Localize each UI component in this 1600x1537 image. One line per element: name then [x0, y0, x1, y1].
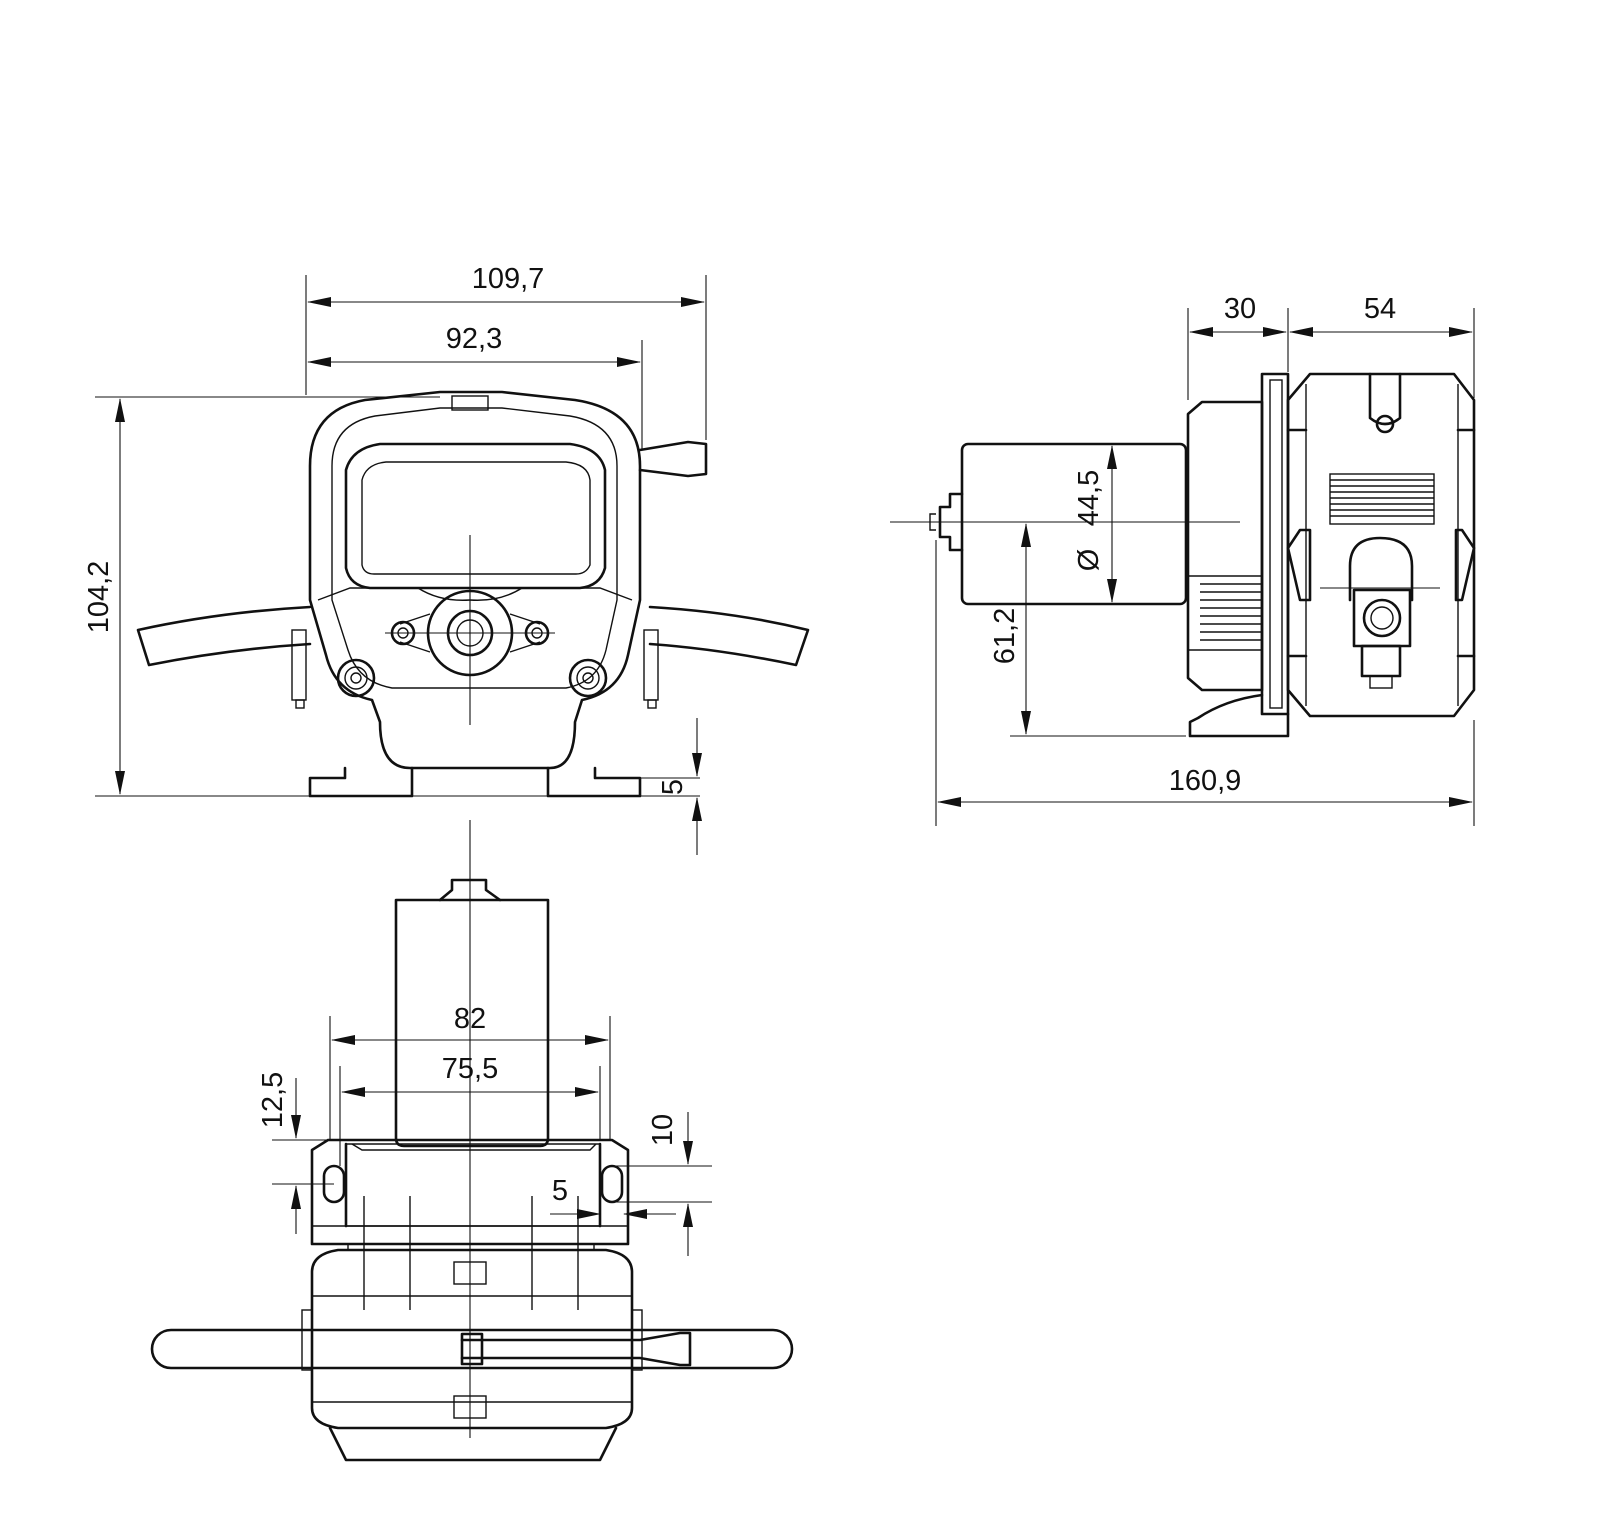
front-side-lever — [638, 440, 708, 478]
dim-motor-diameter: 44,5 Ø — [1073, 445, 1117, 603]
side-mount-plate — [1260, 372, 1290, 716]
dim-label-edge-offset: 12,5 — [257, 1072, 289, 1128]
side-gearbox-knurl — [1200, 583, 1262, 641]
dim-overall-length: 160,9 — [935, 540, 1475, 826]
dim-label-slot-length: 10 — [647, 1114, 679, 1146]
dim-shaft-height: 61,2 — [989, 523, 1186, 737]
front-right-tube — [648, 605, 810, 667]
dim-label-height: 104,2 — [83, 561, 115, 634]
front-housing-inner — [331, 407, 618, 689]
top-pump-head — [310, 1248, 634, 1430]
side-mount-foot — [1188, 693, 1290, 738]
front-rotor-plate — [317, 587, 633, 601]
side-grille — [1329, 473, 1435, 525]
front-top-latch — [451, 395, 489, 411]
front-window-inner — [361, 461, 591, 575]
side-pump-head — [1286, 372, 1476, 718]
dim-overall-width: 109,7 — [305, 263, 707, 440]
side-view: 30 54 44,5 Ø 61,2 160,9 — [890, 293, 1476, 826]
dim-hole-spacing: 75,5 — [339, 1053, 601, 1166]
front-housing-outline — [308, 390, 642, 770]
side-top-notch — [1368, 372, 1402, 426]
dim-foot-height: 5 — [640, 718, 702, 855]
front-right-foot — [546, 766, 642, 798]
front-left-foot — [308, 766, 414, 798]
top-lever — [460, 1331, 692, 1367]
dim-bracket-depth: 30 — [1187, 293, 1289, 400]
top-tube — [150, 1328, 794, 1370]
dim-label-overall-length: 160,9 — [1169, 765, 1242, 797]
dim-label-bracket-depth: 30 — [1224, 293, 1256, 325]
front-screw-left — [336, 658, 376, 698]
dim-slot-length: 10 — [612, 1112, 712, 1256]
dim-label-motor-diameter: 44,5 — [1073, 470, 1105, 526]
dim-label-shaft-height: 61,2 — [989, 608, 1021, 664]
top-shaft-nub — [438, 878, 502, 902]
top-slot-right — [600, 1164, 624, 1204]
dim-label-overall-width: 109,7 — [472, 263, 545, 295]
dim-slot-width: 5 — [550, 1175, 676, 1219]
dim-height: 104,2 — [83, 396, 700, 797]
front-window-outer — [344, 442, 607, 590]
side-motor-can — [960, 442, 1188, 606]
dim-head-depth: 54 — [1289, 293, 1475, 398]
front-left-clip — [291, 629, 307, 701]
dim-label-body-width: 92,3 — [446, 323, 502, 355]
dim-label-foot-height: 5 — [657, 779, 689, 795]
dim-diameter-symbol: Ø — [1073, 549, 1105, 572]
dim-mount-width: 82 — [329, 1003, 611, 1140]
dim-label-hole-spacing: 75,5 — [442, 1053, 498, 1085]
dim-label-head-depth: 54 — [1364, 293, 1396, 325]
front-right-clip — [643, 629, 659, 701]
side-gearbox — [1186, 400, 1264, 692]
dim-body-width: 92,3 — [307, 323, 643, 450]
top-view: 82 75,5 12,5 10 5 — [150, 820, 794, 1462]
front-view: 109,7 92,3 104,2 5 — [83, 263, 810, 855]
front-screw-right — [568, 658, 608, 698]
dim-label-mount-width: 82 — [454, 1003, 486, 1035]
side-port — [1348, 536, 1414, 602]
dim-label-slot-width: 5 — [552, 1175, 568, 1207]
front-left-tube — [136, 605, 312, 667]
dim-edge-offset: 12,5 — [257, 1072, 334, 1234]
